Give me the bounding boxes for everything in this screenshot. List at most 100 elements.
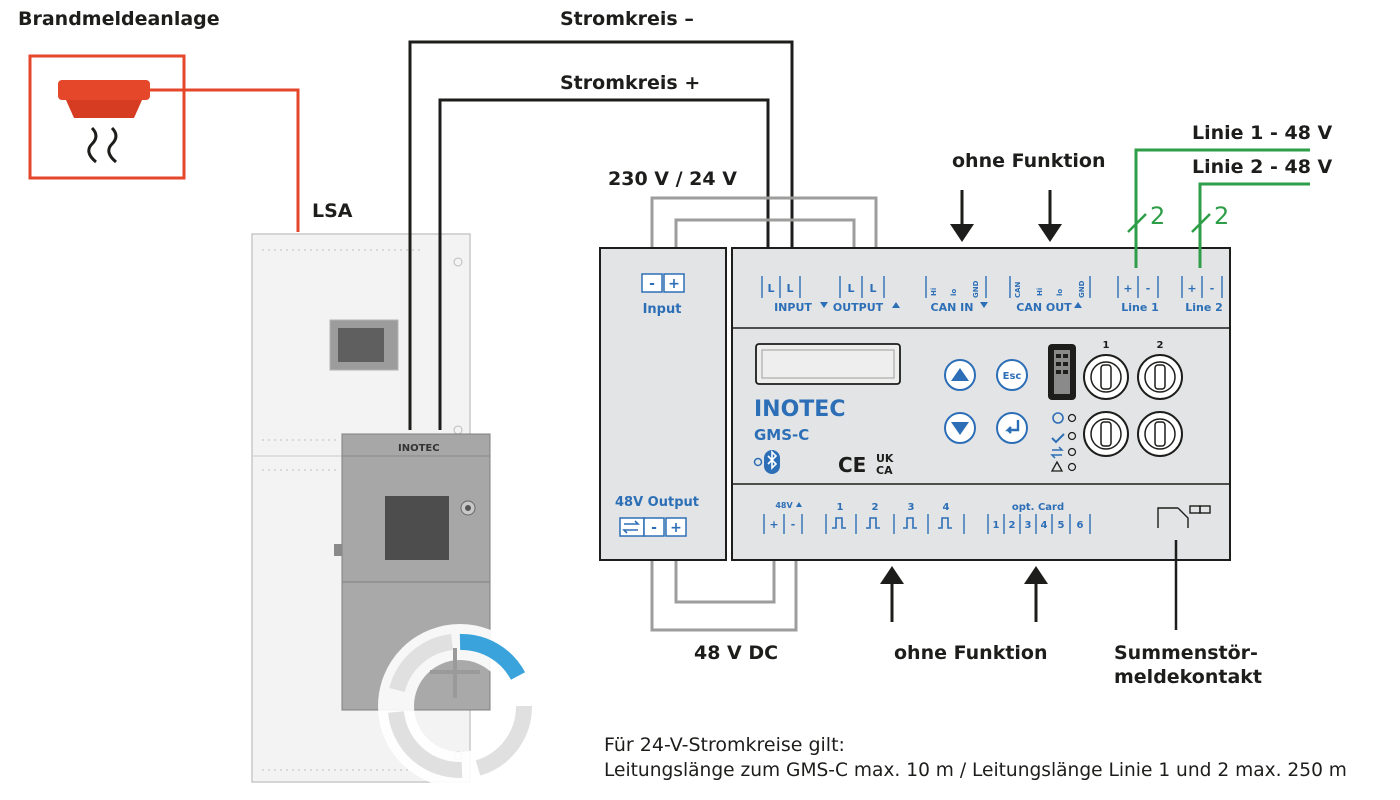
svg-text:L: L xyxy=(767,282,774,295)
circuit-minus-label: Stromkreis – xyxy=(560,8,694,30)
svg-text:L: L xyxy=(847,282,854,295)
ukca-mark-top: UK xyxy=(876,452,894,465)
v48-label: 48V xyxy=(775,501,793,510)
svg-text:1: 1 xyxy=(993,520,1000,531)
line1-wire-count: 2 xyxy=(1150,202,1165,230)
svg-text:Esc: Esc xyxy=(1003,371,1022,382)
psu-output-terminal: - + xyxy=(619,517,687,537)
arrow-up-icons xyxy=(880,566,1048,622)
note-line-2: Leitungslänge zum GMS-C max. 10 m / Leit… xyxy=(604,760,1347,781)
svg-text:-: - xyxy=(649,276,655,292)
line2-voltage-label: Linie 2 - 48 V xyxy=(1192,156,1333,178)
ukca-mark-bottom: CA xyxy=(876,464,893,477)
note-line-1: Für 24-V-Stromkreise gilt: xyxy=(604,734,845,756)
dc-voltage-label: 48 V DC xyxy=(694,642,779,664)
psu-input-terminal: - + xyxy=(641,273,685,293)
line2-terminal-label: Line 2 xyxy=(1185,301,1223,314)
svg-text:GND: GND xyxy=(1078,280,1086,298)
can-out-label: CAN OUT xyxy=(1016,301,1072,314)
circuit-plus-wire xyxy=(438,98,770,430)
fire-alarm-label: Brandmeldeanlage xyxy=(18,8,220,30)
enter-button[interactable] xyxy=(996,412,1028,444)
svg-text:-: - xyxy=(791,518,796,531)
line2-wire xyxy=(1198,182,1310,268)
lsa-cabinet xyxy=(251,233,491,783)
status-led-icons xyxy=(1050,412,1077,472)
svg-text:+: + xyxy=(1123,282,1132,295)
can-in-label: CAN IN xyxy=(931,301,974,314)
relay-contact-icon xyxy=(1157,505,1211,528)
svg-text:lo: lo xyxy=(1056,289,1064,296)
svg-text:Hi: Hi xyxy=(930,288,938,296)
fault-contact-label-1: Summenstör- xyxy=(1114,642,1258,664)
dc-wire-inner xyxy=(674,538,776,604)
cabinet-brand: INOTEC xyxy=(398,443,440,454)
pulse-icons xyxy=(832,517,952,529)
no-function-bottom-label: ohne Funktion xyxy=(894,642,1048,664)
input-4-label: 4 xyxy=(943,502,950,513)
usb-port-icon xyxy=(1048,344,1076,400)
svg-text:-: - xyxy=(651,520,657,536)
svg-text:+: + xyxy=(670,520,682,536)
svg-text:5: 5 xyxy=(1058,520,1065,531)
no-function-top-label: ohne Funktion xyxy=(952,150,1106,172)
svg-text:-: - xyxy=(1210,282,1215,295)
arrow-icons xyxy=(820,302,1082,308)
up-button[interactable] xyxy=(944,359,976,391)
device-model: GMS-C xyxy=(754,426,809,444)
line1-terminal-label: Line 1 xyxy=(1121,301,1159,314)
smoke-detector-icon xyxy=(58,80,150,164)
key-switch-4[interactable] xyxy=(1137,411,1183,457)
svg-text:L: L xyxy=(869,282,876,295)
svg-text:Hi: Hi xyxy=(1036,288,1044,296)
svg-text:3: 3 xyxy=(1025,520,1032,531)
circuit-minus-wire xyxy=(408,40,794,430)
svg-text:+: + xyxy=(668,276,680,292)
line1-wire xyxy=(1134,148,1310,268)
fault-contact-label-2: meldekontakt xyxy=(1114,666,1263,688)
svg-text:CAN: CAN xyxy=(1014,281,1022,298)
svg-text:GND: GND xyxy=(972,280,980,298)
svg-text:+: + xyxy=(769,518,778,531)
input-1-label: 1 xyxy=(837,502,844,513)
output-terminal-label: OUTPUT xyxy=(833,301,884,314)
device-brand: INOTEC xyxy=(754,397,845,422)
fire-alarm-box xyxy=(28,54,186,180)
gms-c-device xyxy=(731,247,1231,561)
alarm-wire xyxy=(150,88,300,232)
down-button[interactable] xyxy=(944,412,976,444)
svg-text:2: 2 xyxy=(1009,520,1016,531)
supply-wire-outer xyxy=(650,196,878,274)
key-2-label: 2 xyxy=(1157,340,1164,351)
bluetooth-icon xyxy=(753,450,780,474)
psu-output-label: 48V Output xyxy=(615,495,699,510)
lsa-label: LSA xyxy=(312,200,353,222)
ring-icon xyxy=(378,624,542,788)
voltage-label: 230 V / 24 V xyxy=(608,168,737,190)
svg-text:-: - xyxy=(1146,282,1151,295)
ce-mark: CE xyxy=(838,453,866,477)
esc-button[interactable]: Esc xyxy=(996,359,1028,391)
key-switch-1[interactable] xyxy=(1083,354,1129,400)
circuit-plus-label: Stromkreis + xyxy=(560,72,701,94)
power-supply-module xyxy=(599,247,727,561)
line1-voltage-label: Linie 1 - 48 V xyxy=(1192,122,1333,144)
dc-wire-outer xyxy=(650,538,798,632)
svg-text:lo: lo xyxy=(950,289,958,296)
svg-text:L: L xyxy=(786,282,793,295)
psu-input-label: Input xyxy=(643,302,682,317)
svg-text:+: + xyxy=(1187,282,1196,295)
key-1-label: 1 xyxy=(1103,340,1110,351)
arrow-down-icons xyxy=(950,190,1062,242)
key-switch-3[interactable] xyxy=(1083,411,1129,457)
input-terminal-label: INPUT xyxy=(774,301,812,314)
key-switch-2[interactable] xyxy=(1137,354,1183,400)
svg-text:4: 4 xyxy=(1041,520,1048,531)
lcd-display xyxy=(755,343,901,385)
svg-text:6: 6 xyxy=(1077,520,1084,531)
input-2-label: 2 xyxy=(872,502,879,513)
opt-card-label: opt. Card xyxy=(1012,502,1064,513)
line2-wire-count: 2 xyxy=(1214,202,1229,230)
